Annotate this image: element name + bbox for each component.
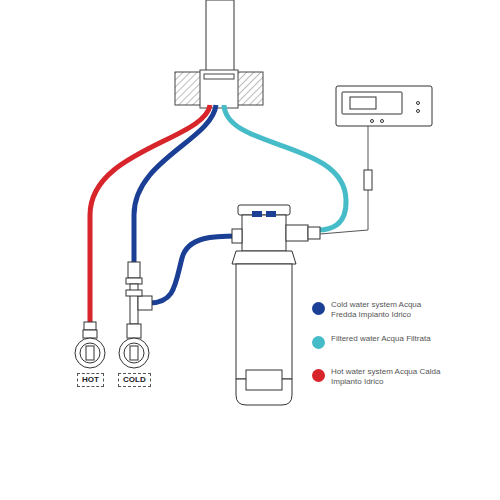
- legend-text: Hot water system Acqua Calda Impianto Id…: [331, 367, 447, 387]
- legend-text: Filtered water Acqua Filtrata: [331, 334, 447, 344]
- legend-row: Cold water system Acqua Fredda Impianto …: [312, 300, 462, 320]
- legend-swatch: [312, 336, 325, 349]
- legend-swatch: [312, 302, 325, 315]
- legend-row: Hot water system Acqua Calda Impianto Id…: [312, 367, 462, 387]
- valve-label-box: HOT: [77, 373, 104, 387]
- valve-label: HOT: [82, 375, 99, 385]
- legend-row: Filtered water Acqua Filtrata: [312, 334, 462, 344]
- legend-swatch: [312, 369, 325, 382]
- valve-label: COLD: [123, 375, 146, 385]
- legend-text: Cold water system Acqua Fredda Impianto …: [331, 300, 447, 320]
- valve-label-box: COLD: [118, 373, 151, 387]
